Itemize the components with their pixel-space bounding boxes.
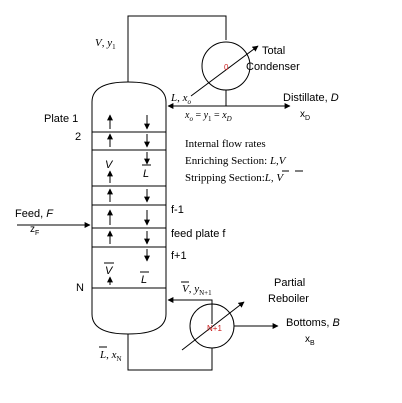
stripping-section-text: Stripping Section:L, V <box>185 172 284 184</box>
reflux-equation: xo = y1 = xD <box>184 110 232 123</box>
reboiler-title-1: Partial <box>274 277 305 289</box>
plate-2-label: 2 <box>75 131 81 143</box>
distillate-label: Distillate, D <box>283 92 339 104</box>
condenser-title-1: Total <box>262 45 285 57</box>
reboiler-vapor-line <box>167 297 213 324</box>
column-shell <box>91 81 167 335</box>
liquid-enriching-label: L <box>143 168 149 180</box>
flow-rates-title: Internal flow rates <box>185 138 266 150</box>
plate-1-label: Plate 1 <box>44 113 78 125</box>
feed-label: Feed, F <box>15 208 54 220</box>
reboiler-title-2: Reboiler <box>268 293 309 305</box>
vapor-enriching-label: V <box>105 159 114 171</box>
condenser-title-2: Condenser <box>246 61 300 73</box>
bottom-stream-label: L, xN <box>99 349 122 363</box>
condenser-coolant-line <box>190 45 259 97</box>
top-stream-label: V, y1 <box>95 37 116 51</box>
feed-composition: zF <box>30 224 39 237</box>
vapor-stripping-label: V <box>105 265 114 277</box>
bottoms-label: Bottoms, B <box>286 317 340 329</box>
bottom-liquid-line <box>127 334 213 371</box>
liquid-stripping-label: L <box>141 274 147 286</box>
overhead-vapor-line <box>127 15 227 82</box>
reflux-label: L, xo <box>170 92 192 106</box>
plate-f-minus-1-label: f-1 <box>171 204 184 216</box>
enriching-section-text: Enriching Section: L,V <box>185 155 287 167</box>
distillate-composition: xD <box>300 109 310 122</box>
internal-flow-arrows <box>107 114 150 285</box>
bottoms-composition: xB <box>305 334 315 347</box>
reboiler-heating-line <box>181 301 245 351</box>
reboiler-vapor-label: V, yN+1 <box>182 283 212 297</box>
plate-N-label: N <box>76 282 84 294</box>
condenser-index: 0 <box>224 63 229 72</box>
trays <box>92 131 166 289</box>
reboiler-index: N+1 <box>207 324 222 333</box>
feed-plate-label: feed plate f <box>171 228 226 240</box>
plate-f-plus-1-label: f+1 <box>171 250 187 262</box>
